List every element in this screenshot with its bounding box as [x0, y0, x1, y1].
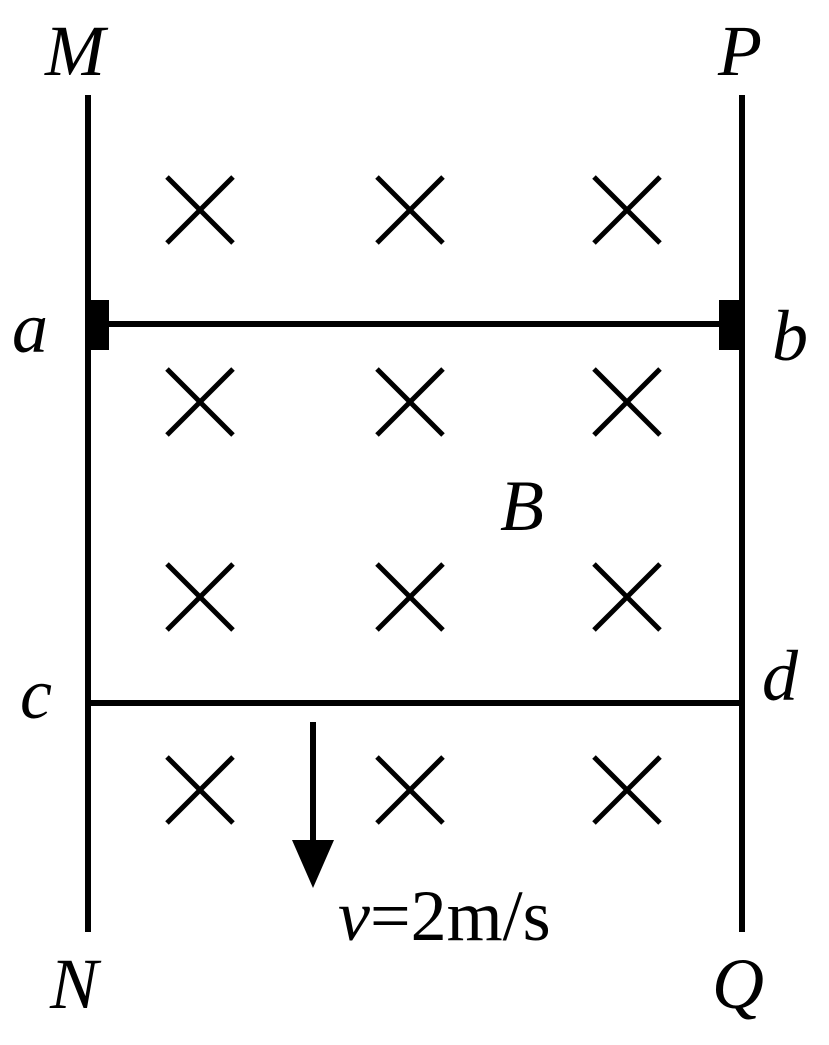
- field-cross-icon: [592, 175, 662, 245]
- field-cross-icon: [592, 755, 662, 825]
- magnetic-field-crosses: [165, 175, 662, 825]
- label-P: P: [717, 11, 762, 91]
- field-cross-icon: [592, 562, 662, 632]
- field-cross-icon: [375, 562, 445, 632]
- field-cross-icon: [165, 755, 235, 825]
- label-N: N: [49, 944, 102, 1024]
- velocity-value: =2m/s: [370, 876, 551, 956]
- field-cross-icon: [165, 175, 235, 245]
- field-cross-icon: [165, 367, 235, 437]
- field-cross-icon: [375, 755, 445, 825]
- label-c: c: [20, 654, 52, 734]
- field-cross-icon: [592, 367, 662, 437]
- label-B: B: [500, 466, 544, 546]
- label-d: d: [762, 636, 799, 716]
- field-cross-icon: [375, 367, 445, 437]
- clamp-b: [719, 300, 743, 350]
- clamp-a: [85, 300, 109, 350]
- field-cross-icon: [165, 562, 235, 632]
- label-M: M: [44, 11, 109, 91]
- velocity-symbol: v: [338, 876, 370, 956]
- field-cross-icon: [375, 175, 445, 245]
- label-a: a: [12, 288, 48, 368]
- velocity-arrow-head: [292, 840, 334, 888]
- velocity-label: v=2m/s: [338, 876, 551, 956]
- label-b: b: [772, 296, 808, 376]
- label-Q: Q: [712, 944, 764, 1024]
